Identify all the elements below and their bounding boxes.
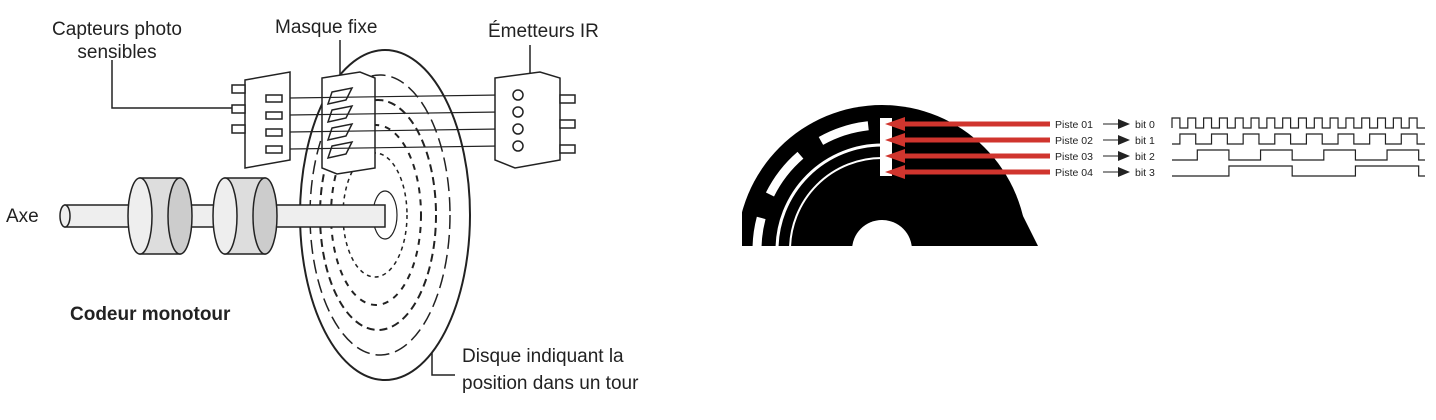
disk-label-line2: position dans un tour bbox=[462, 373, 639, 394]
arrow-icon bbox=[1118, 119, 1130, 129]
bit-label: bit 0 bbox=[1135, 119, 1155, 131]
sensors-label: Capteurs photo sensibles bbox=[52, 19, 182, 63]
ir-emitters bbox=[494, 71, 576, 169]
red-arrowhead bbox=[885, 117, 905, 131]
red-arrowhead bbox=[885, 149, 905, 163]
red-arrows bbox=[885, 117, 1050, 179]
shaft bbox=[59, 177, 386, 255]
fixed-mask bbox=[321, 71, 376, 175]
arrow-icon bbox=[1118, 151, 1130, 161]
track-label: Piste 04 bbox=[1055, 167, 1093, 179]
emitters-label: Émetteurs IR bbox=[488, 21, 599, 42]
bearing bbox=[127, 177, 193, 255]
track-label: Piste 02 bbox=[1055, 135, 1093, 147]
red-arrowhead bbox=[885, 133, 905, 147]
bit-label: bit 1 bbox=[1135, 135, 1155, 147]
bit-waveform bbox=[1171, 117, 1425, 129]
disk-label-line1: Disque indiquant la bbox=[462, 346, 624, 367]
photo-sensors bbox=[231, 71, 291, 169]
arrow-icon bbox=[1118, 135, 1130, 145]
bit-waveform bbox=[1172, 149, 1425, 161]
diagram-title: Codeur monotour bbox=[70, 304, 231, 325]
track-label: Piste 01 bbox=[1055, 119, 1093, 131]
mask-label: Masque fixe bbox=[275, 17, 378, 38]
red-arrowhead bbox=[885, 165, 905, 179]
arrow-icon bbox=[1118, 167, 1130, 177]
gray-code-disk bbox=[742, 105, 1038, 246]
bit-label: bit 3 bbox=[1135, 167, 1155, 179]
axis-label: Axe bbox=[6, 206, 39, 227]
track-label: Piste 03 bbox=[1055, 151, 1093, 163]
bit-waveform bbox=[1172, 165, 1425, 177]
bearing bbox=[212, 177, 278, 255]
bit-waveform bbox=[1172, 133, 1425, 145]
bit-label: bit 2 bbox=[1135, 151, 1155, 163]
